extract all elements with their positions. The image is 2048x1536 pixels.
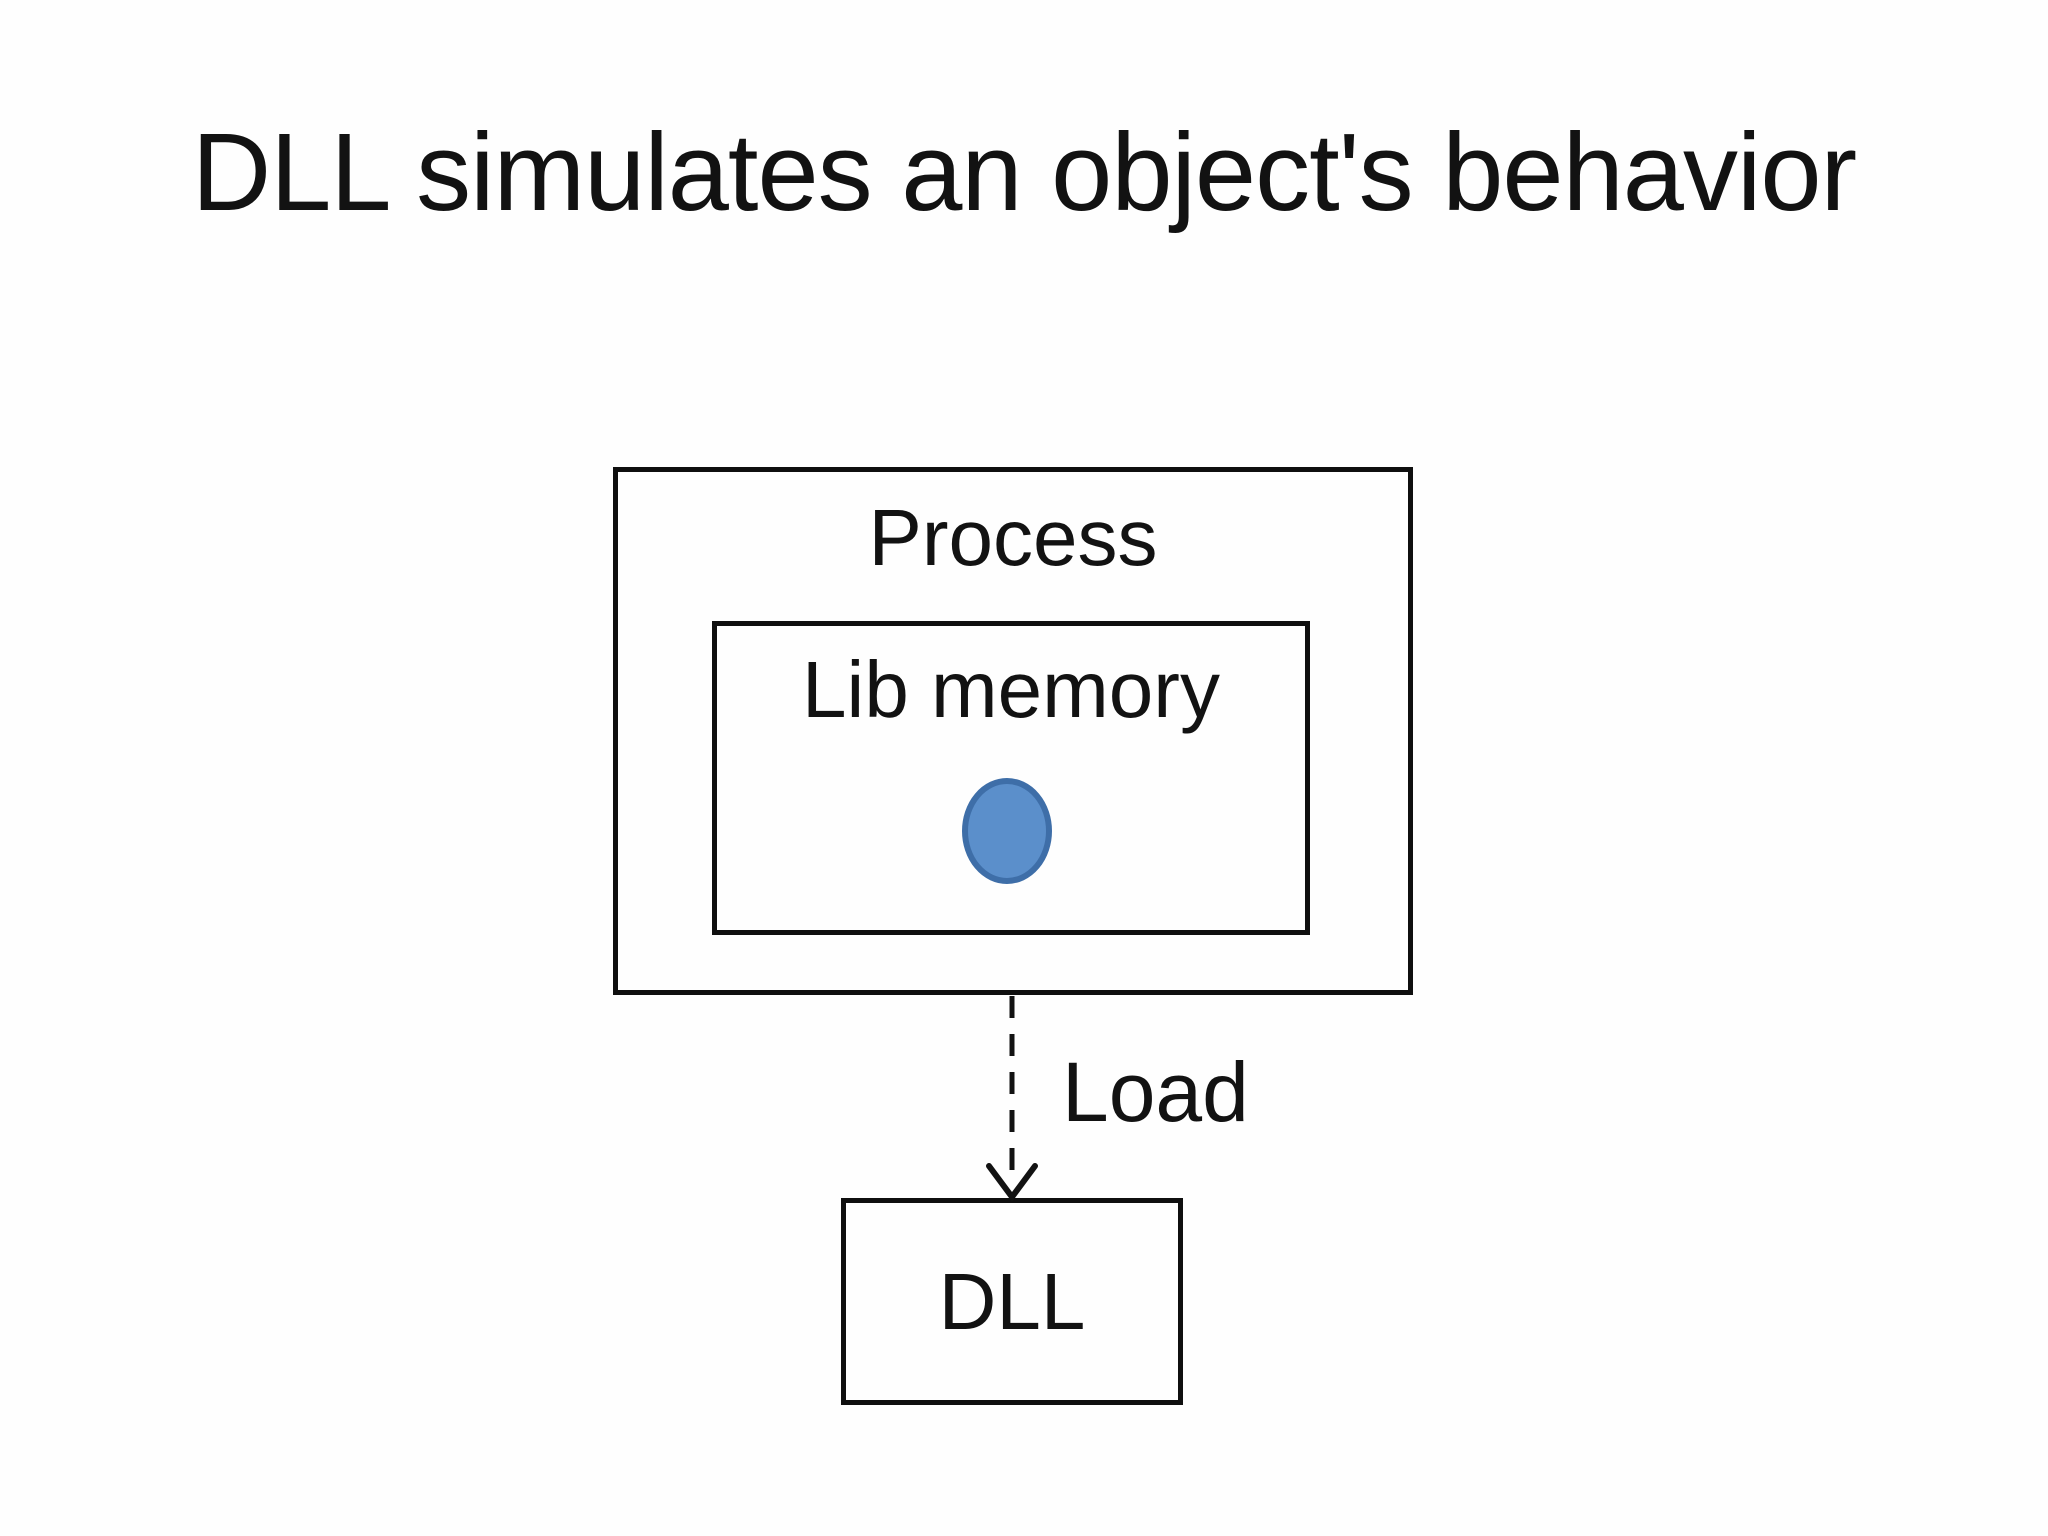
- dll-label: DLL: [938, 1256, 1086, 1346]
- load-arrow-label: Load: [1062, 1045, 1249, 1139]
- slide-title: DLL simulates an object's behavior: [191, 111, 1857, 234]
- process-box: Process: [613, 467, 1413, 995]
- load-arrow-head-icon: [986, 1163, 1038, 1203]
- process-label: Process: [868, 493, 1158, 582]
- dll-box: DLL: [841, 1198, 1183, 1405]
- lib-memory-box: Lib memory: [712, 621, 1310, 935]
- lib-memory-label: Lib memory: [802, 645, 1220, 734]
